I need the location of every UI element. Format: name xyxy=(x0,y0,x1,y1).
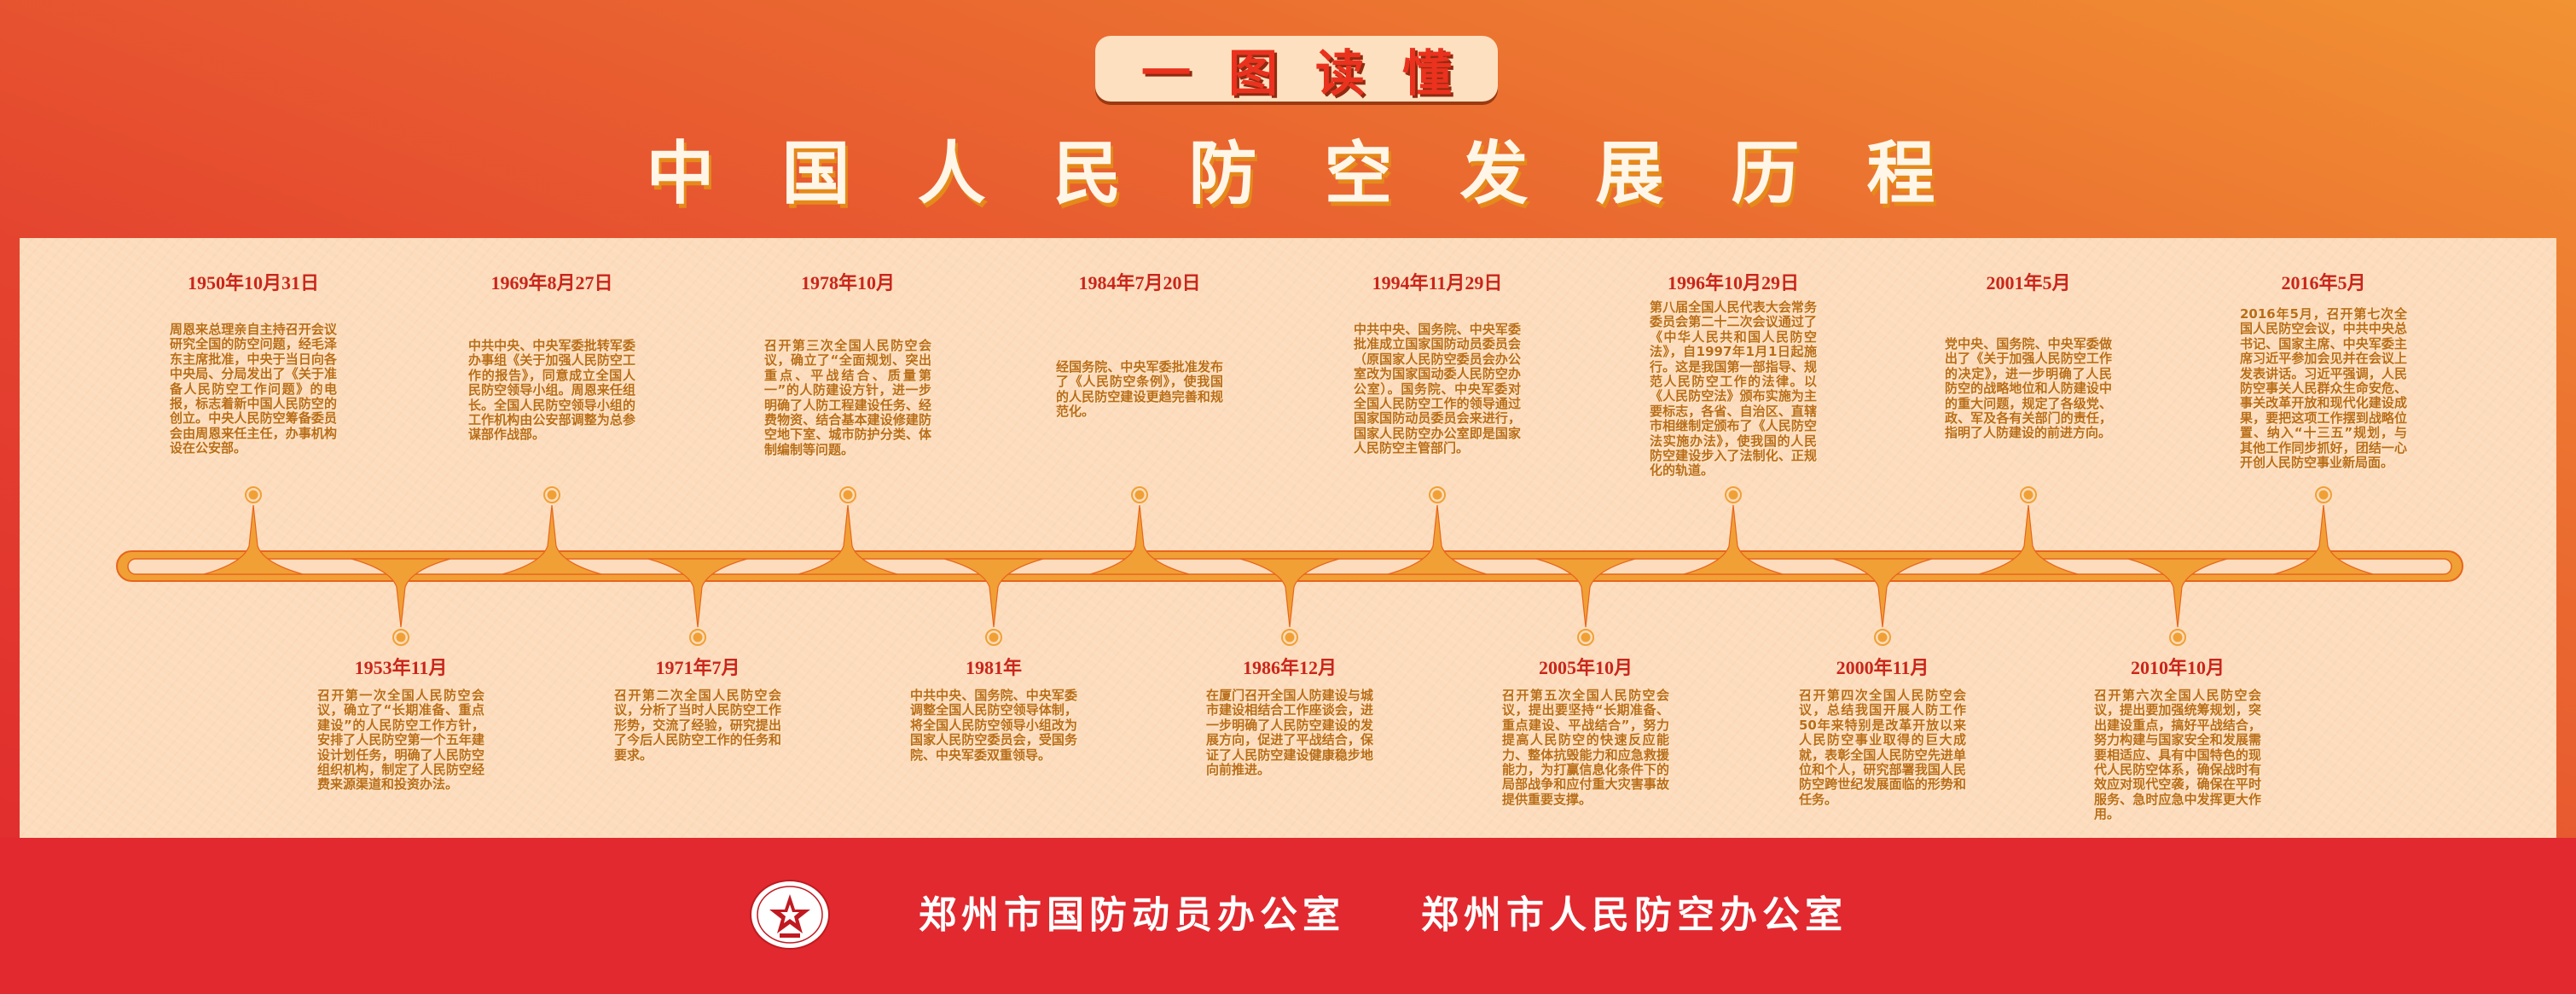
marker-dot-icon xyxy=(2023,490,2034,500)
marker-dot-ring-icon xyxy=(2315,486,2332,503)
national-defense-mobilization-logo xyxy=(750,880,830,950)
marker-dot-ring-icon xyxy=(543,486,560,503)
event-description: 中共中央、中央军委批转军委办事组《关于加强人民防空工作的报告》，同意成立全国人民… xyxy=(468,338,635,443)
event-date: 1996年10月29日 xyxy=(1667,272,1799,294)
event-description: 在厦门召开全国人防建设与城市建设相结合工作座谈会，进一步明确了人民防空建设的发展… xyxy=(1206,688,1373,778)
marker-dot-icon xyxy=(1432,490,1442,500)
event-description: 中共中央、国务院、中央军委调整全国人民防空领导体制，将全国人民防空领导小组改为国… xyxy=(910,688,1077,763)
marker-dot-icon xyxy=(1581,632,1591,642)
event-description: 召开第四次全国人民防空会议，总结我国开展人防工作50年来特别是改革开放以来人民防… xyxy=(1799,688,1966,807)
marker-dot-ring-icon xyxy=(1131,486,1148,503)
event-date: 1986年12月 xyxy=(1242,657,1337,678)
marker-dot-ring-icon xyxy=(1429,486,1446,503)
timeline-marker-spike xyxy=(351,558,451,628)
event-date: 1978年10月 xyxy=(800,272,895,294)
marker-dot-ring-icon xyxy=(2169,629,2186,646)
event-description: 2016年5月，召开第七次全国人民防空会议，中共中央总书记、国家主席、中央军委主… xyxy=(2240,306,2407,471)
marker-dot-ring-icon xyxy=(1725,486,1742,503)
title-char: 民 xyxy=(1053,134,1122,213)
event-date: 1984年7月20日 xyxy=(1078,272,1201,294)
title-char: 空 xyxy=(1324,134,1393,213)
event-description: 召开第二次全国人民防空会议，分析了当时人民防空工作形势，交流了经验，研究提出了今… xyxy=(614,688,781,763)
timeline-marker-spike xyxy=(203,504,304,575)
marker-dot-icon xyxy=(843,490,853,500)
timeline-marker-spike xyxy=(1978,504,2079,575)
marker-dot-icon xyxy=(248,490,258,500)
timeline-marker-spike xyxy=(647,558,748,628)
timeline-marker-spike xyxy=(1387,504,1488,575)
event-description: 党中央、国务院、中央军委做出了《关于加强人民防空工作的决定》，进一步明确了人民防… xyxy=(1945,336,2112,441)
event-description: 召开第三次全国人民防空会议，确立了“全面规划、突出重点、平战结合、质量第一”的人… xyxy=(764,338,931,457)
badge-text: 一图读懂 xyxy=(1140,44,1489,102)
marker-dot-icon xyxy=(1877,632,1888,642)
marker-dot-ring-icon xyxy=(689,629,706,646)
event-date: 2016年5月 xyxy=(2281,272,2366,294)
event-description: 周恩来总理亲自主持召开会议研究全国的防空问题，经毛泽东主席批准，中央于当日向各中… xyxy=(170,322,337,456)
marker-dot-ring-icon xyxy=(1577,629,1594,646)
timeline-marker-spike xyxy=(2127,558,2228,628)
marker-dot-icon xyxy=(547,490,557,500)
event-date: 1969年8月27日 xyxy=(490,272,613,294)
timeline-panel xyxy=(20,238,2556,838)
event-description: 召开第五次全国人民防空会议，提出要坚持“长期准备、重点建设、平战结合”，努力提高… xyxy=(1502,688,1669,807)
footer-band xyxy=(0,838,2576,994)
page-title: 中国人民防空发展历程 xyxy=(612,135,1969,213)
timeline-marker-spike xyxy=(1239,558,1340,628)
timeline-marker-spike xyxy=(1683,504,1784,575)
event-date: 2010年10月 xyxy=(2130,657,2225,678)
footer-org-mobilization: 郑州市国防动员办公室 xyxy=(919,893,1345,937)
event-description: 召开第六次全国人民防空会议，提出要加强统筹规划，突出建设重点，搞好平战结合，努力… xyxy=(2094,688,2261,823)
title-char: 人 xyxy=(917,134,986,213)
timeline-marker-spike xyxy=(1089,504,1190,575)
marker-dot-icon xyxy=(1728,490,1738,500)
title-char: 程 xyxy=(1866,134,1935,213)
event-date: 1950年10月31日 xyxy=(187,272,319,294)
event-date: 2000年11月 xyxy=(1836,657,1929,678)
title-char: 历 xyxy=(1731,134,1800,213)
marker-dot-ring-icon xyxy=(1874,629,1891,646)
marker-dot-icon xyxy=(396,632,406,642)
event-description: 召开第一次全国人民防空会议，确立了“长期准备、重点建设”的人民防空工作方针，安排… xyxy=(317,688,484,793)
title-char: 防 xyxy=(1188,134,1257,213)
event-description: 第八届全国人民代表大会常务委员会第二十二次会议通过了《中华人民共和国人民防空法》… xyxy=(1650,299,1817,479)
timeline-marker-spike xyxy=(943,558,1044,628)
title-char: 发 xyxy=(1459,134,1529,213)
marker-dot-icon xyxy=(1134,490,1145,500)
event-date: 1971年7月 xyxy=(655,657,740,678)
marker-dot-ring-icon xyxy=(839,486,856,503)
event-description: 中共中央、国务院、中央军委批准成立国家国防动员委员会（原国家人民防空委员会办公室… xyxy=(1354,322,1521,456)
timeline-marker-spike xyxy=(798,504,898,575)
title-char: 中 xyxy=(646,134,715,213)
marker-dot-icon xyxy=(2318,490,2329,500)
title-char: 展 xyxy=(1595,134,1664,213)
event-date: 2005年10月 xyxy=(1538,657,1633,678)
badge: 一图读懂 xyxy=(1095,36,1498,102)
footer-org-civil-air-defense: 郑州市人民防空办公室 xyxy=(1421,893,1848,937)
event-description: 经国务院、中央军委批准发布了《人民防空条例》，使我国的人民防空建设更趋完善和规范… xyxy=(1056,359,1223,420)
marker-dot-icon xyxy=(693,632,703,642)
timeline-marker-spike xyxy=(2273,504,2374,575)
event-date: 2001年5月 xyxy=(1986,272,2071,294)
event-date: 1994年11月29日 xyxy=(1372,272,1503,294)
marker-dot-icon xyxy=(1285,632,1295,642)
timeline-marker-spike xyxy=(1535,558,1636,628)
marker-dot-ring-icon xyxy=(392,629,409,646)
timeline-marker-spike xyxy=(502,504,602,575)
marker-dot-ring-icon xyxy=(2020,486,2037,503)
marker-dot-ring-icon xyxy=(985,629,1002,646)
timeline-marker-spike xyxy=(1832,558,1933,628)
marker-dot-ring-icon xyxy=(1281,629,1298,646)
title-char: 国 xyxy=(781,134,850,213)
event-date: 1981年 xyxy=(965,657,1022,678)
marker-dot-icon xyxy=(2173,632,2183,642)
marker-dot-ring-icon xyxy=(245,486,262,503)
marker-dot-icon xyxy=(989,632,999,642)
event-date: 1953年11月 xyxy=(354,657,448,678)
